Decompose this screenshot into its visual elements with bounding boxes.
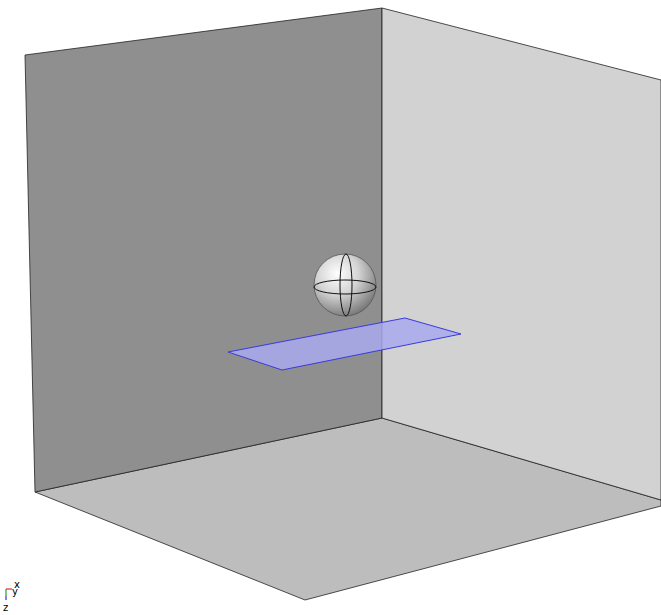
axis-label: z <box>3 603 8 613</box>
back-wall <box>25 8 382 492</box>
sphere <box>314 254 376 316</box>
axis-label: y <box>12 587 18 597</box>
axis-triad <box>6 589 12 600</box>
cut-plane <box>228 318 461 370</box>
side-wall <box>382 8 661 500</box>
